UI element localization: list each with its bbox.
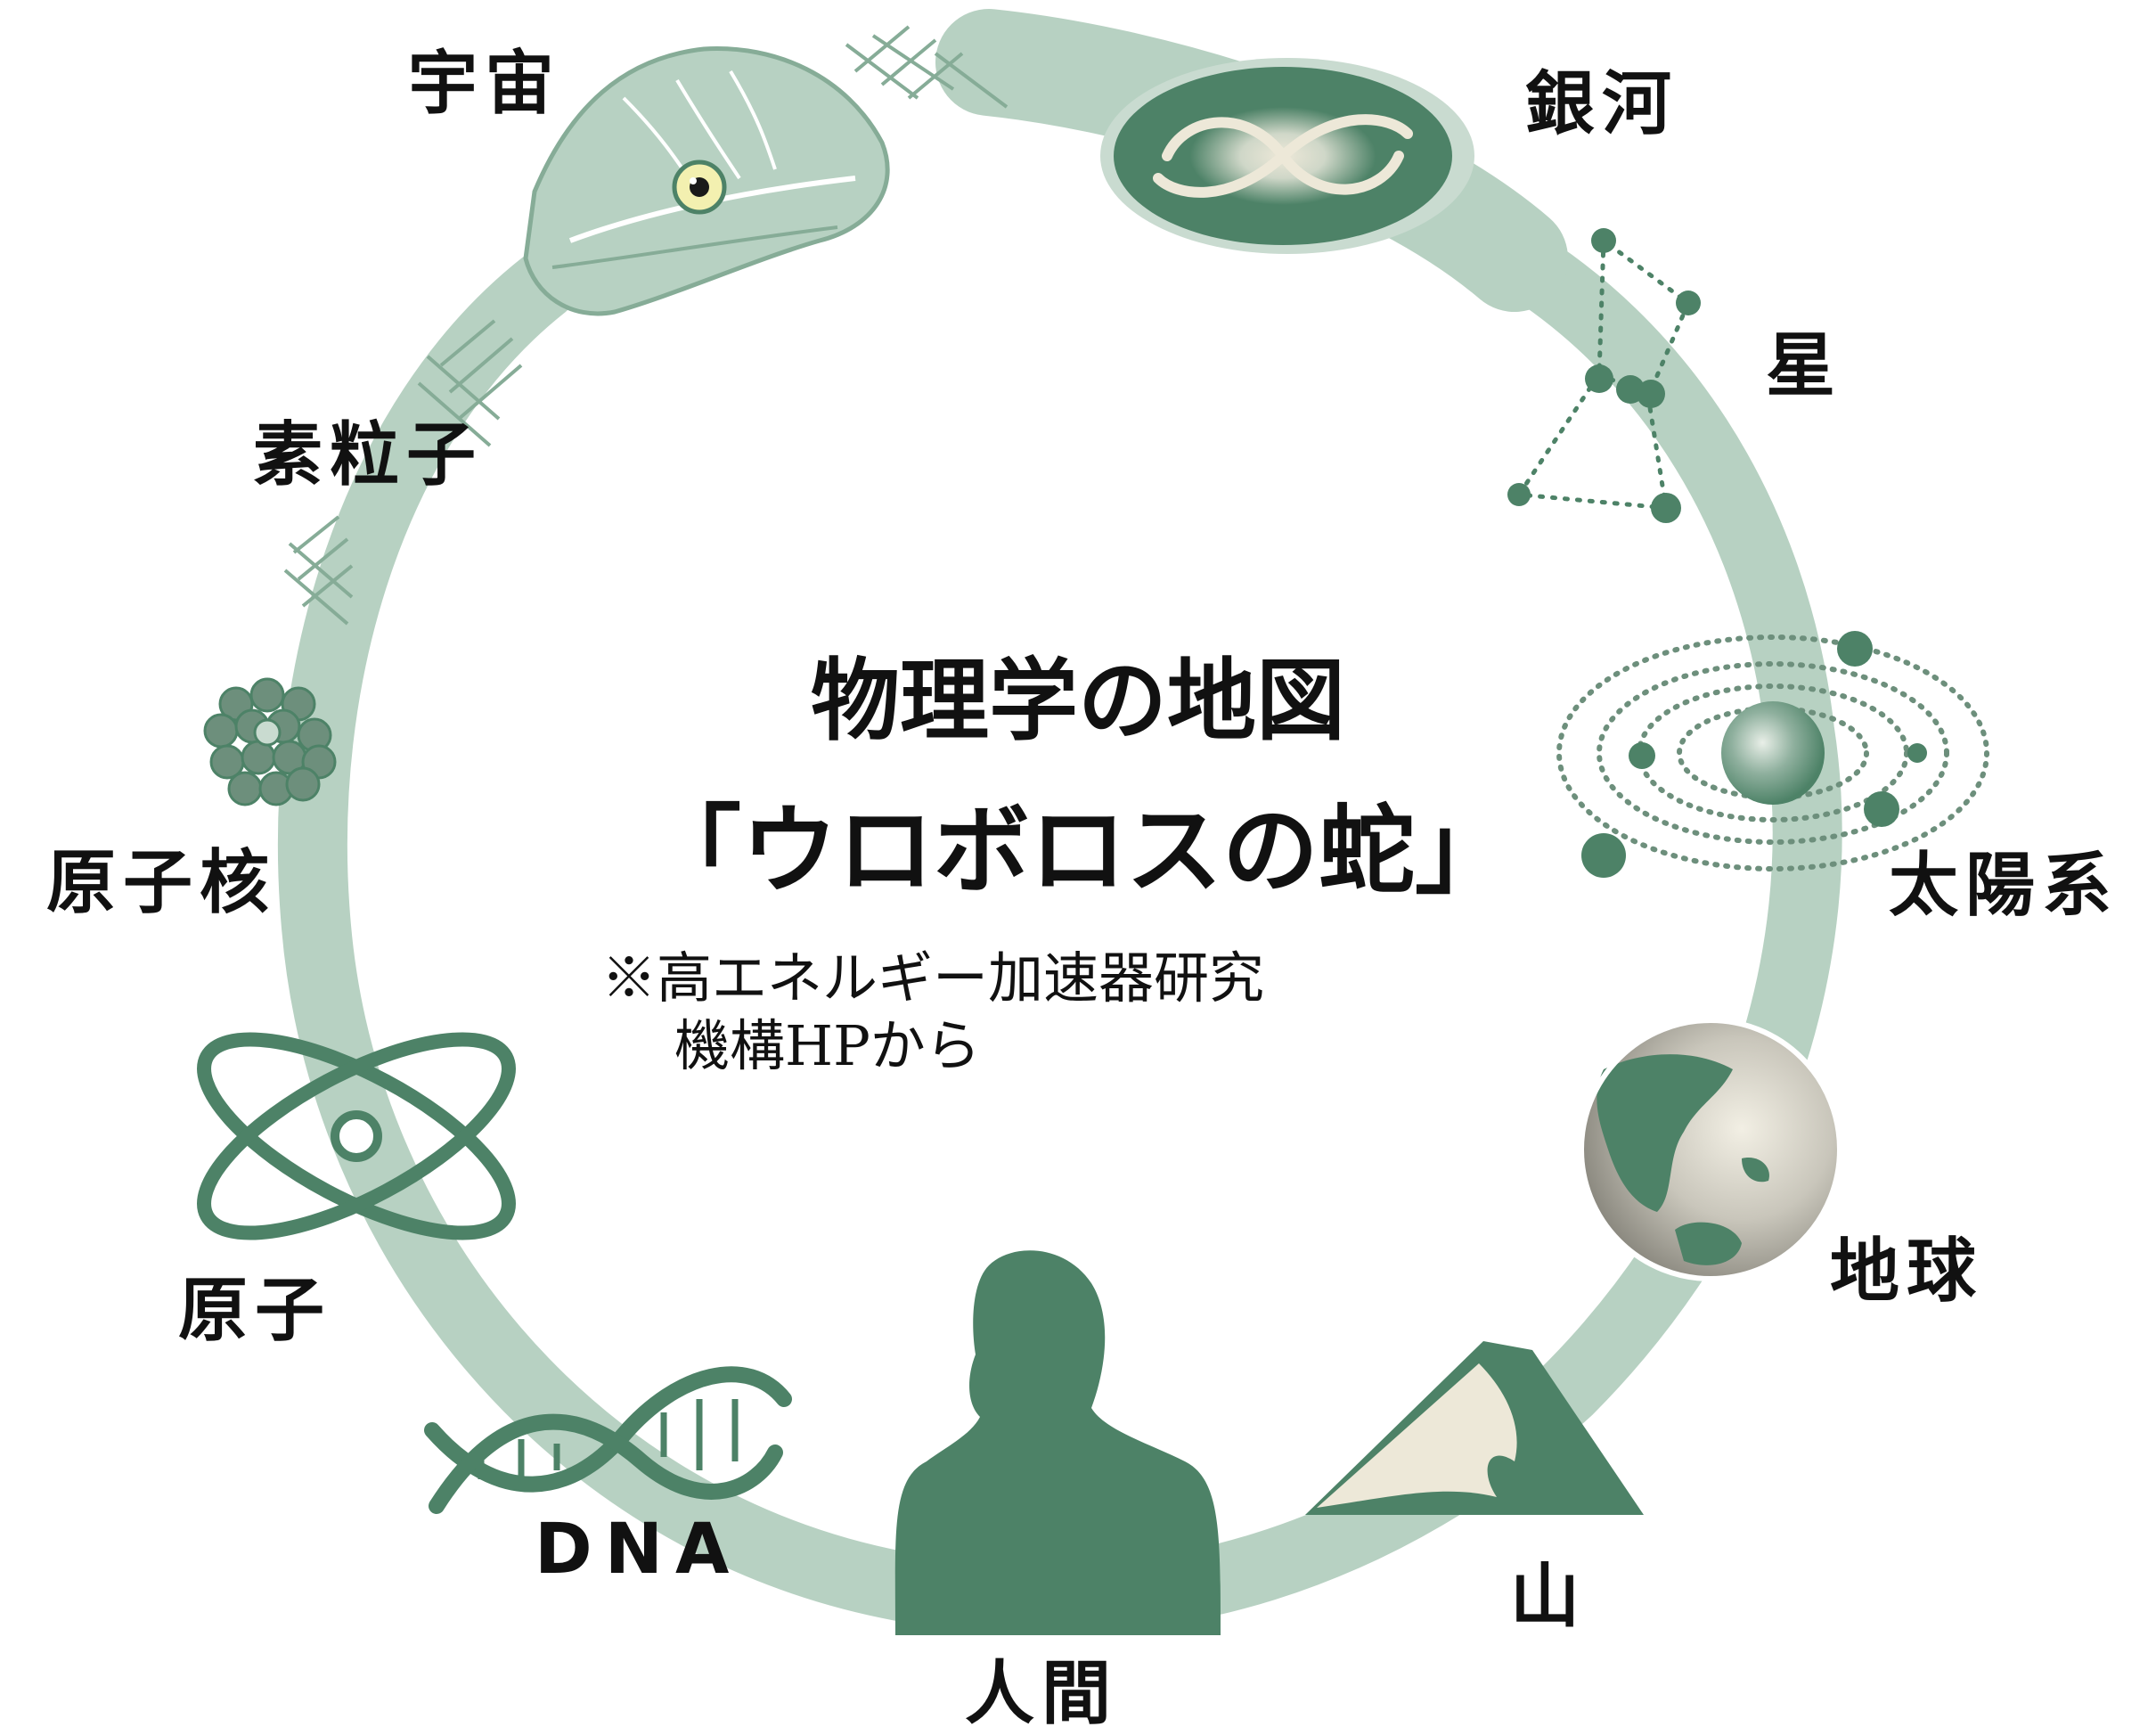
label-dna: DNA bbox=[535, 1510, 742, 1590]
human-silhouette-icon bbox=[894, 1250, 1221, 1635]
source-note: ※高エネルギー加速器研究 機構HPから bbox=[601, 945, 1264, 1079]
earth-icon bbox=[1579, 1018, 1842, 1281]
label-star: 星 bbox=[1766, 326, 1843, 406]
nucleus-icon bbox=[203, 677, 337, 806]
dna-icon bbox=[424, 1366, 792, 1514]
snake-head bbox=[523, 46, 890, 316]
label-mountain: 山 bbox=[1510, 1557, 1588, 1637]
label-atom: 原子 bbox=[178, 1271, 332, 1351]
source-note-line2: 機構HPから bbox=[674, 1012, 981, 1078]
diagram-subtitle: 「ウロボロスの蛇」 bbox=[644, 796, 1511, 907]
label-nucleus: 原子核 bbox=[46, 843, 277, 923]
scale-hatching bbox=[283, 25, 1009, 626]
constellation-icon bbox=[1507, 228, 1701, 523]
label-earth: 地球 bbox=[1830, 1232, 1984, 1312]
label-universe: 宇宙 bbox=[408, 44, 562, 124]
diagram-title: 物理学の地図 bbox=[811, 649, 1345, 753]
solar-system-icon bbox=[1556, 631, 1989, 878]
mountain-icon bbox=[1305, 1341, 1644, 1515]
source-note-line1: ※高エネルギー加速器研究 bbox=[601, 945, 1265, 1011]
label-galaxy: 銀河 bbox=[1525, 64, 1679, 144]
galaxy-icon bbox=[1100, 58, 1474, 254]
label-elementary-particle: 素粒子 bbox=[253, 415, 484, 495]
atom-icon bbox=[197, 1032, 516, 1240]
label-human: 人間 bbox=[965, 1654, 1119, 1734]
label-solar-system: 太陽系 bbox=[1889, 846, 2119, 926]
